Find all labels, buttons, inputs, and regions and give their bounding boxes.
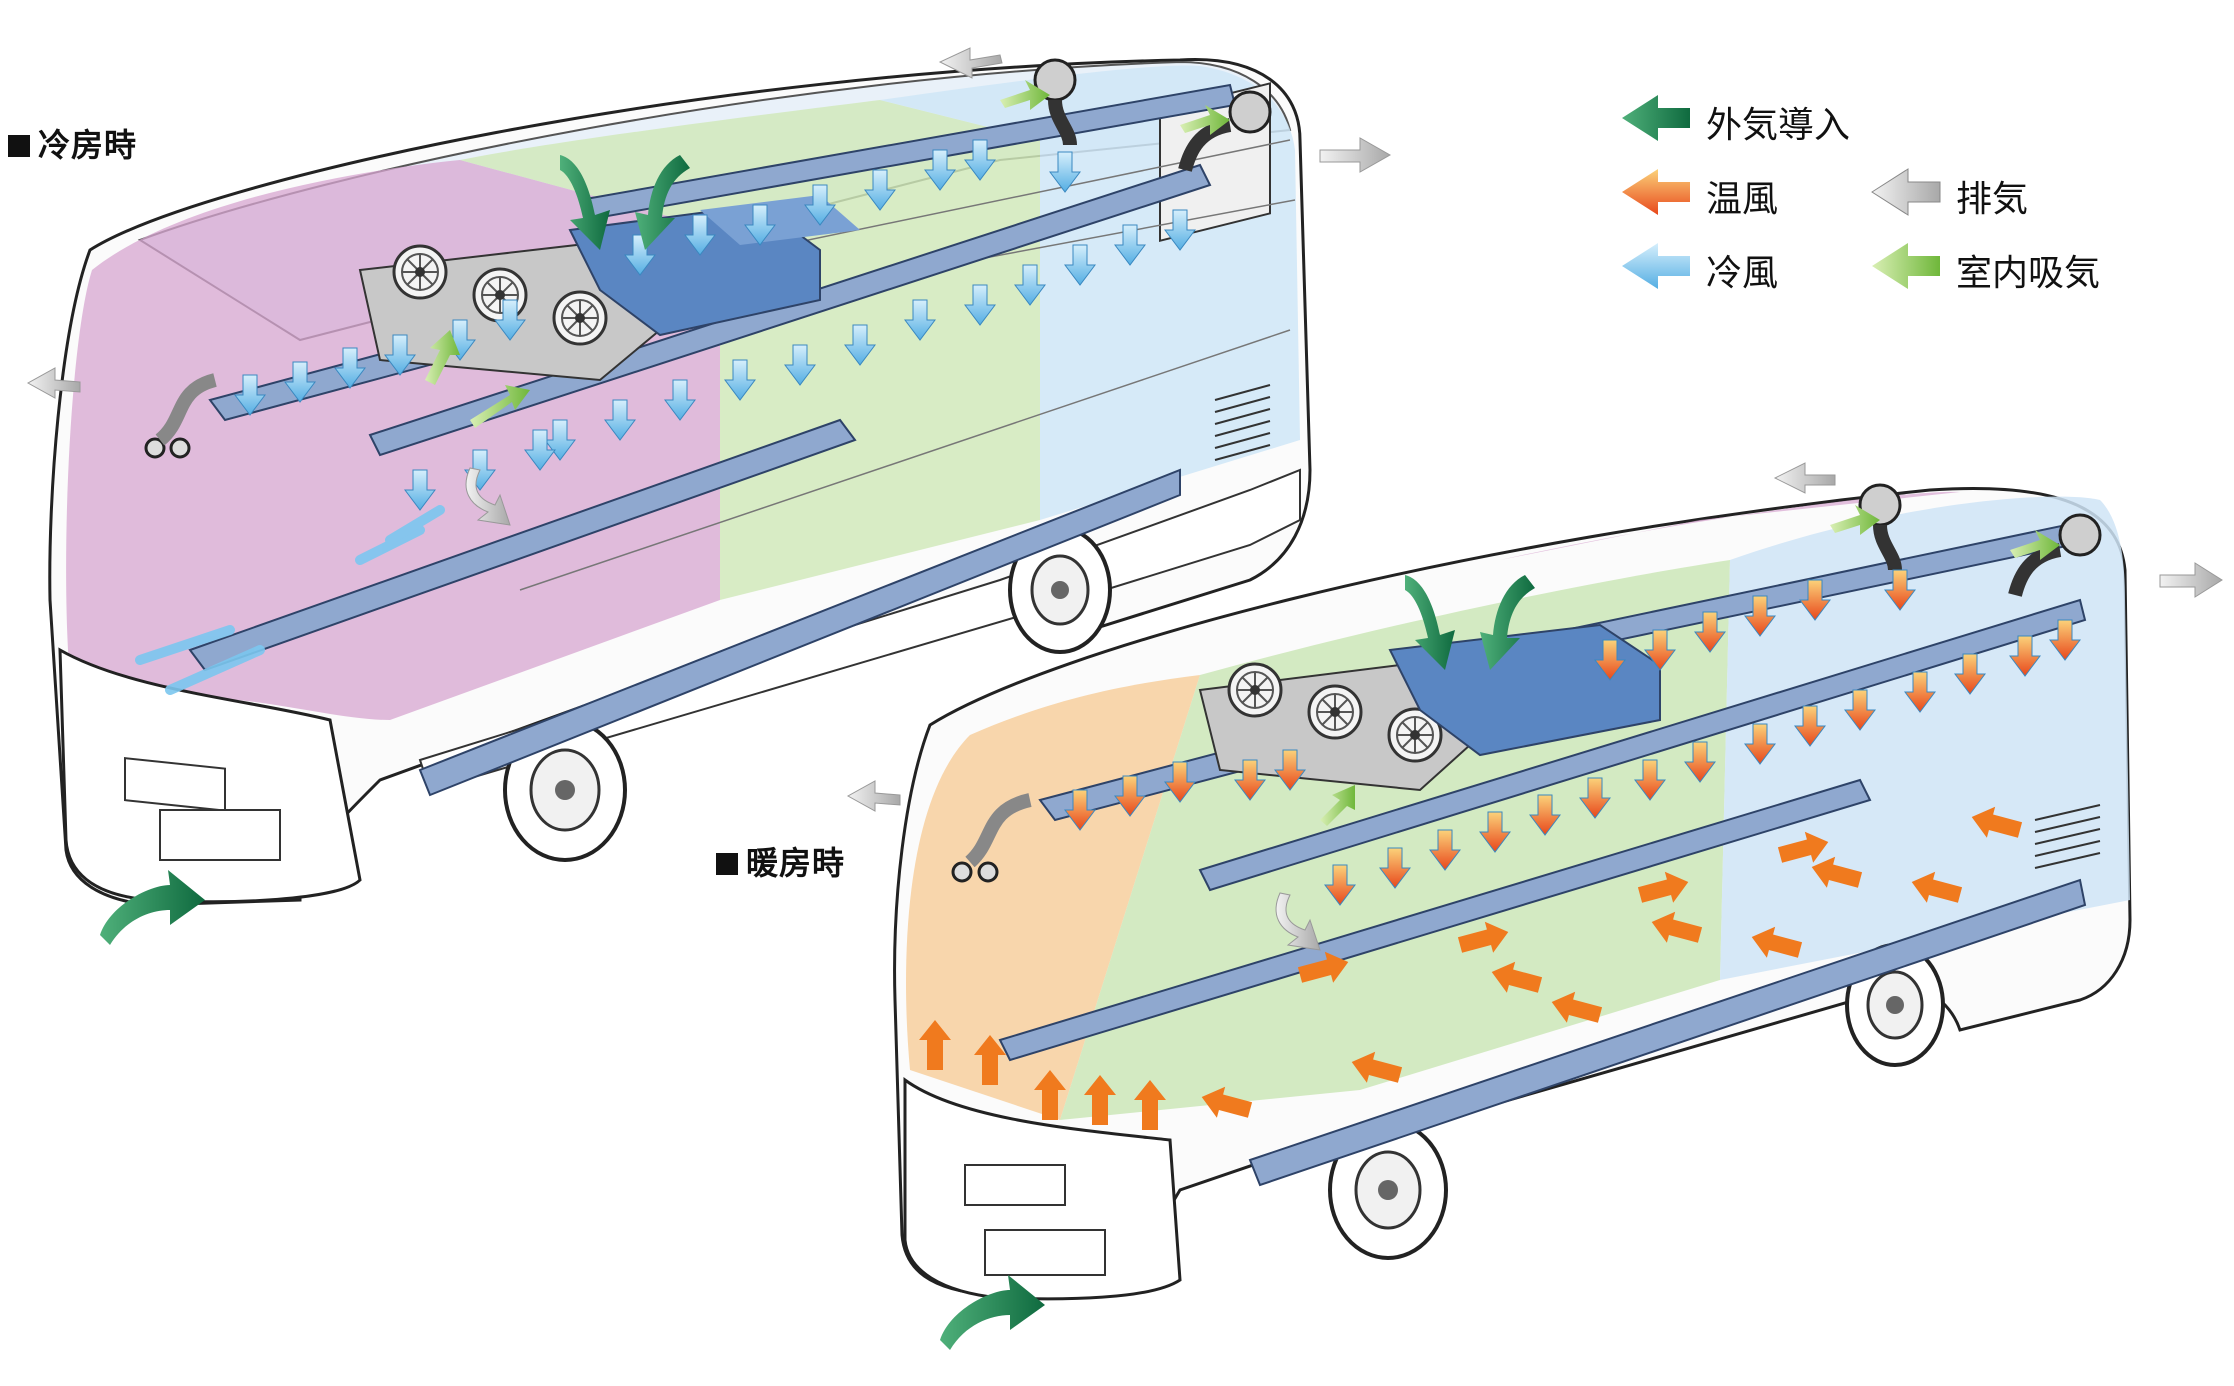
- cooling-label: 冷房時: [8, 120, 137, 166]
- bottom-outside-air-intake: [940, 575, 1535, 1350]
- square-bullet-icon: [8, 135, 30, 157]
- top-outside-air-intake: [100, 155, 690, 945]
- legend-graphics: [1622, 95, 1941, 289]
- rear-blowers: [144, 58, 1272, 459]
- legend-indoor-air-intake: 室内吸気: [1956, 253, 2101, 294]
- floor-warm-flows: [919, 806, 2023, 1130]
- cooling-bus: [26, 47, 1392, 945]
- legend-outside-air-intake: 外気導入: [1706, 105, 1851, 146]
- legend-outside-air-icon: [1622, 95, 1690, 141]
- heating-roof-unit: [1198, 623, 1661, 792]
- legend-exhaust: 排気: [1956, 179, 2029, 220]
- heating-label: 暖房時: [716, 838, 845, 884]
- front-wheel: [503, 718, 627, 862]
- square-bullet-icon: [716, 853, 738, 875]
- rear-wheel: [1008, 526, 1112, 654]
- legend-cold-air: 冷風: [1706, 253, 1779, 294]
- legend-exhaust-icon: [1871, 168, 1941, 216]
- legend-indoor-air-icon: [1872, 243, 1940, 289]
- legend-cold-air-icon: [1622, 243, 1690, 289]
- legend-warm-air-icon: [1622, 169, 1690, 215]
- heating-front-wheel: [1328, 1120, 1448, 1260]
- heating-bus: [846, 462, 2223, 1350]
- legend-warm-air: 温風: [1706, 179, 1779, 220]
